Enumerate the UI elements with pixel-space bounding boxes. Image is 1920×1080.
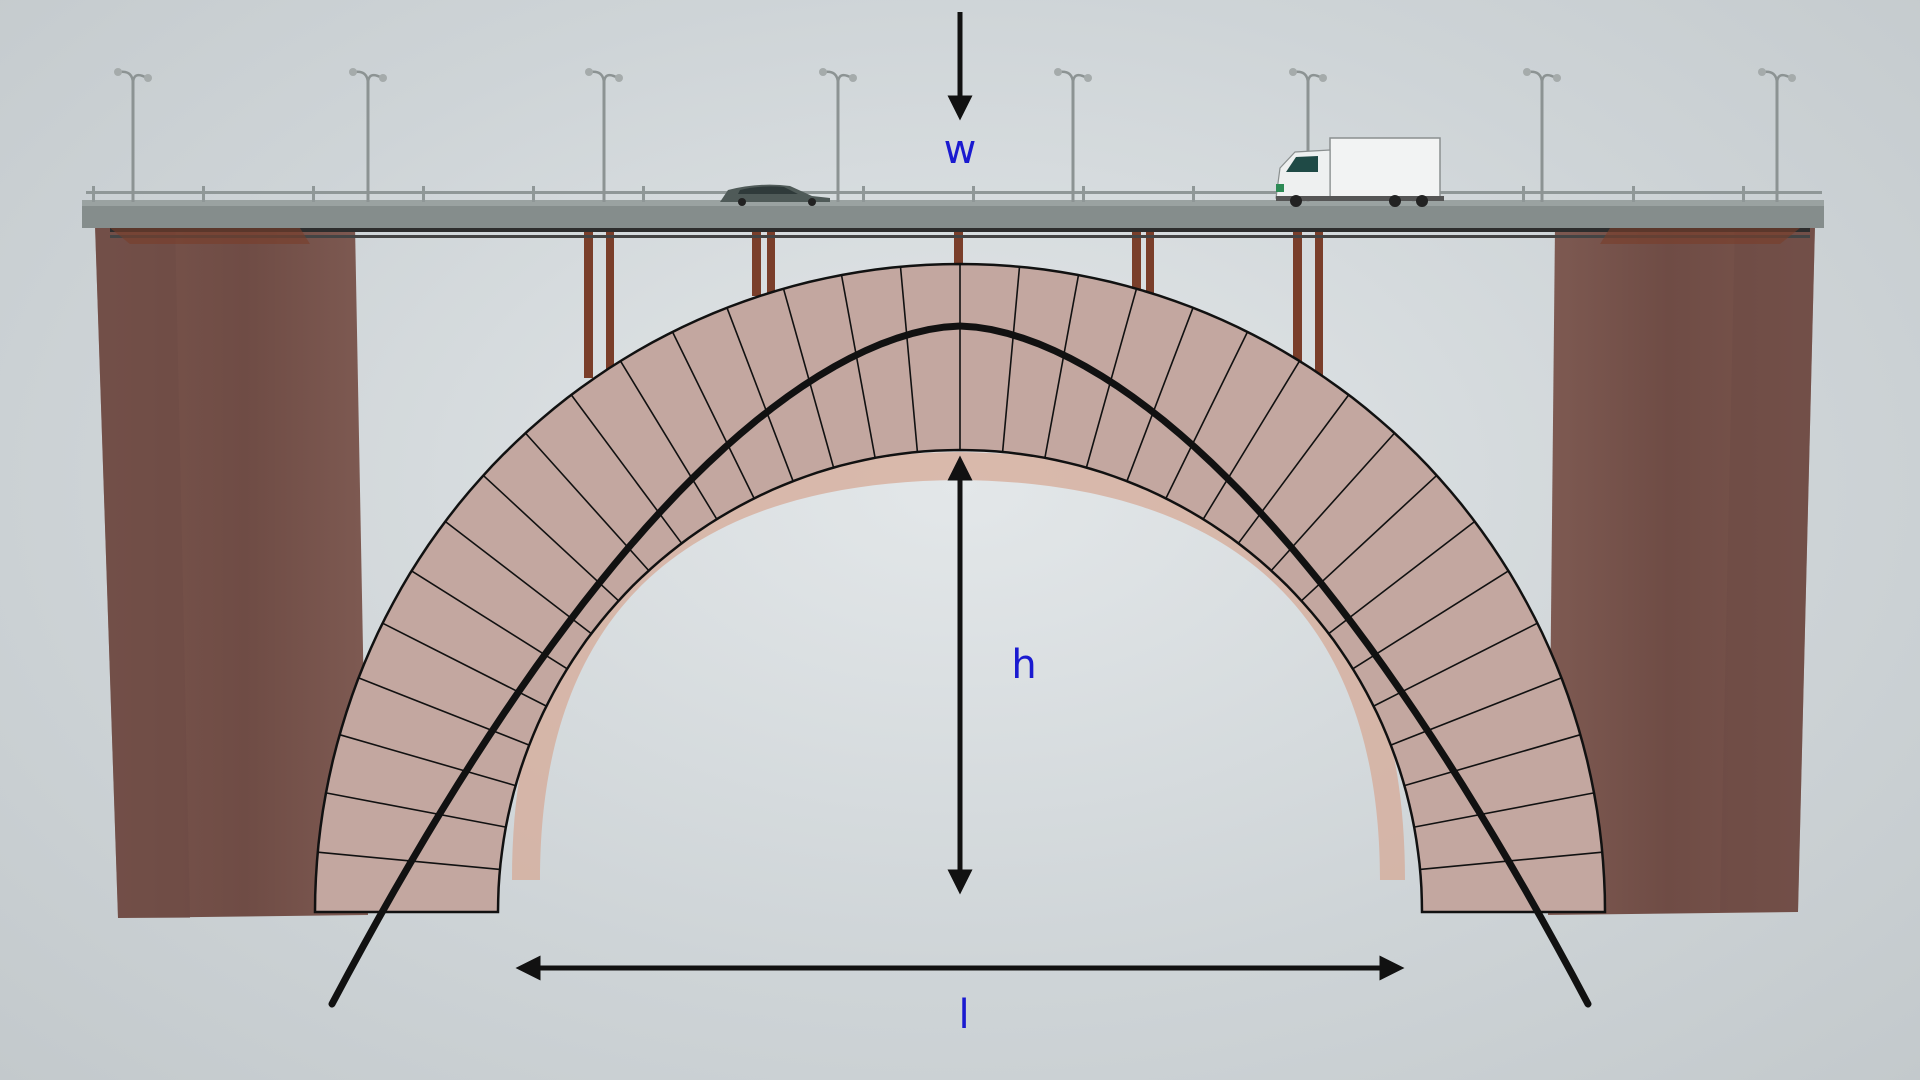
arch-joint-23	[1202, 360, 1301, 520]
railing-post	[1082, 186, 1085, 202]
street-lamp-icon	[1758, 68, 1796, 202]
deck-bracket-right	[1600, 228, 1800, 244]
height-label: h	[1011, 642, 1037, 688]
arch-joints	[317, 264, 1603, 871]
railing-post	[1742, 186, 1745, 202]
railing-post	[532, 186, 535, 202]
street-lamp-icon	[585, 68, 623, 202]
column-4b	[1146, 228, 1154, 296]
arch-joint-2	[325, 792, 507, 828]
arch-joint-11	[619, 360, 718, 520]
railing-post	[1632, 186, 1635, 202]
arch-joint-19	[1044, 274, 1080, 459]
column-5	[1293, 228, 1302, 373]
arch-joint-32	[1413, 792, 1595, 828]
arch-joint-21	[1126, 307, 1194, 482]
truck-icon	[1275, 137, 1444, 207]
railing-post	[1522, 186, 1525, 202]
arch-joint-12	[671, 331, 755, 499]
arch-joint-24	[1237, 394, 1350, 544]
deck-girder-2	[110, 235, 1810, 238]
load-label: w	[943, 127, 977, 173]
arch-joint-4	[358, 677, 530, 746]
right-pier-shadow	[1720, 225, 1815, 912]
street-lamp-icon	[1523, 68, 1561, 202]
column-2	[752, 228, 761, 296]
arch-joint-18	[1001, 266, 1021, 453]
arch-joint-8	[482, 474, 620, 602]
deck-slab	[82, 204, 1824, 228]
arch-ring	[313, 262, 1607, 1008]
span-label: l	[958, 992, 970, 1038]
railing-post	[642, 186, 645, 202]
arch-joint-28	[1352, 570, 1509, 670]
railing-post	[312, 186, 315, 202]
arch-joint-26	[1300, 474, 1438, 602]
arch-joint-31	[1404, 733, 1581, 787]
railing-post	[422, 186, 425, 202]
arch-joint-22	[1165, 331, 1249, 499]
street-lamp-icon	[114, 68, 152, 202]
column-1	[584, 228, 593, 378]
railing	[86, 191, 1822, 194]
left-pier-shadow	[95, 225, 190, 918]
arch-joint-30	[1390, 677, 1562, 746]
deck-top	[82, 200, 1824, 206]
arch-joint-13	[726, 307, 794, 482]
street-lamp-icon	[819, 68, 857, 202]
street-lamps	[114, 68, 1796, 202]
street-lamp-icon	[349, 68, 387, 202]
railing-post	[972, 186, 975, 202]
street-lamp-icon	[1289, 68, 1327, 202]
deck-girder	[110, 228, 1810, 232]
street-lamp-icon	[1054, 68, 1092, 202]
car-icon	[720, 184, 830, 206]
arch-joint-10	[570, 394, 683, 544]
arch-joint-15	[840, 274, 876, 459]
piers	[95, 225, 1815, 918]
deck-bracket-left	[110, 228, 310, 244]
arch-joint-6	[411, 570, 568, 670]
dimension-arrows	[515, 12, 1405, 981]
arch-joint-7	[444, 520, 592, 635]
arch-joint-27	[1328, 520, 1476, 635]
spandrel-columns	[584, 228, 1323, 378]
bridge-deck	[82, 186, 1824, 244]
column-4	[1132, 228, 1141, 293]
column-2b	[767, 228, 775, 293]
railing-post	[202, 186, 205, 202]
column-5b	[1315, 228, 1323, 378]
arch-joint-3	[339, 733, 516, 787]
railing-post	[1192, 186, 1195, 202]
column-3	[954, 228, 963, 266]
arch-joint-20	[1085, 288, 1138, 468]
arch-joint-16	[899, 266, 919, 453]
arch-joint-14	[782, 288, 835, 468]
column-1b	[606, 228, 614, 373]
railing-post	[862, 186, 865, 202]
arch-thrust-line	[328, 322, 1592, 1008]
railing-post	[92, 186, 95, 202]
arch-voussoirs	[313, 262, 1607, 914]
